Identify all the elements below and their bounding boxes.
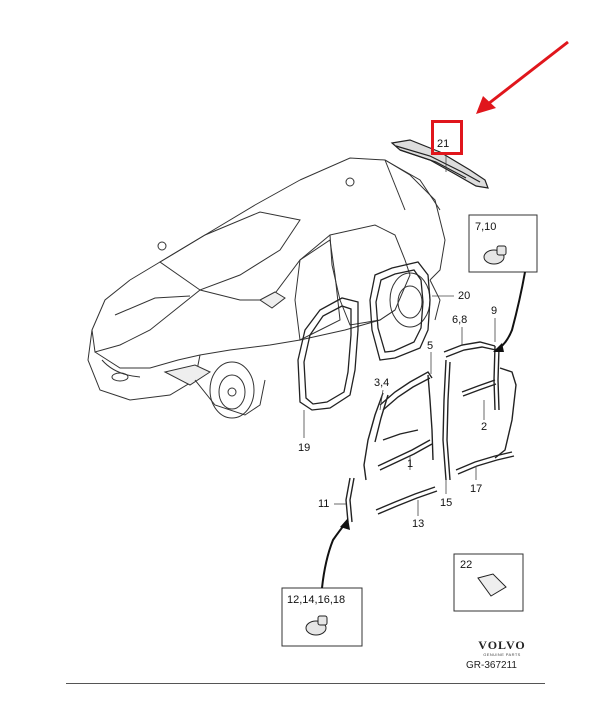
clip-icon <box>483 245 507 265</box>
part-1-door-strip <box>377 429 433 471</box>
part-19-front-door-seal <box>297 297 359 411</box>
label-12-14-16-18: 12,14,16,18 <box>287 594 346 606</box>
label-19: 19 <box>298 442 311 454</box>
brand-name: VOLVO <box>478 638 526 652</box>
label-7-10: 7,10 <box>475 221 497 233</box>
brand-subtitle: GENUINE PARTS <box>483 652 521 657</box>
pad-icon <box>477 573 507 597</box>
bottom-divider <box>66 683 545 684</box>
label-6-8: 6,8 <box>452 314 468 326</box>
arrow-head-icon <box>340 518 350 530</box>
car-body <box>87 157 446 419</box>
red-arrow-icon <box>476 40 569 114</box>
part-13-lower-seal <box>375 486 438 515</box>
label-11: 11 <box>318 498 330 510</box>
arrow-head-icon <box>493 343 504 352</box>
part-15-rear-pillar-strip <box>442 359 451 481</box>
fastener-icon <box>305 615 328 636</box>
door-openings <box>294 224 411 341</box>
highlight-box <box>431 120 463 155</box>
label-2: 2 <box>481 421 488 433</box>
label-15: 15 <box>440 497 453 509</box>
part-5-window-channel <box>379 371 434 461</box>
label-21: 21 <box>437 138 450 150</box>
brand-block: VOLVO GENUINE PARTS <box>470 638 534 657</box>
part-2-rear-door-strip <box>461 367 517 459</box>
label-1: 1 <box>407 458 414 470</box>
part-11-pillar-strip <box>345 477 355 523</box>
label-17: 17 <box>470 483 483 495</box>
part-6-8-rear-window-channel <box>443 341 497 358</box>
label-22: 22 <box>460 559 473 571</box>
arrow-7-10 <box>495 271 526 351</box>
diagram-reference: GR-367211 <box>466 660 517 671</box>
part-3-4-belt-moulding <box>363 392 389 481</box>
label-5: 5 <box>427 340 434 352</box>
arrow-12-14-16-18 <box>321 523 346 589</box>
label-13: 13 <box>412 518 425 530</box>
part-17-rear-lower-seal <box>455 451 515 475</box>
leader-3-4 <box>379 389 384 411</box>
label-20: 20 <box>458 290 471 302</box>
label-3-4: 3,4 <box>374 377 390 389</box>
part-20-rear-door-seal <box>369 261 431 361</box>
label-9: 9 <box>491 305 498 317</box>
part-9-rear-channel <box>493 345 500 411</box>
box-7-10 <box>468 214 538 273</box>
